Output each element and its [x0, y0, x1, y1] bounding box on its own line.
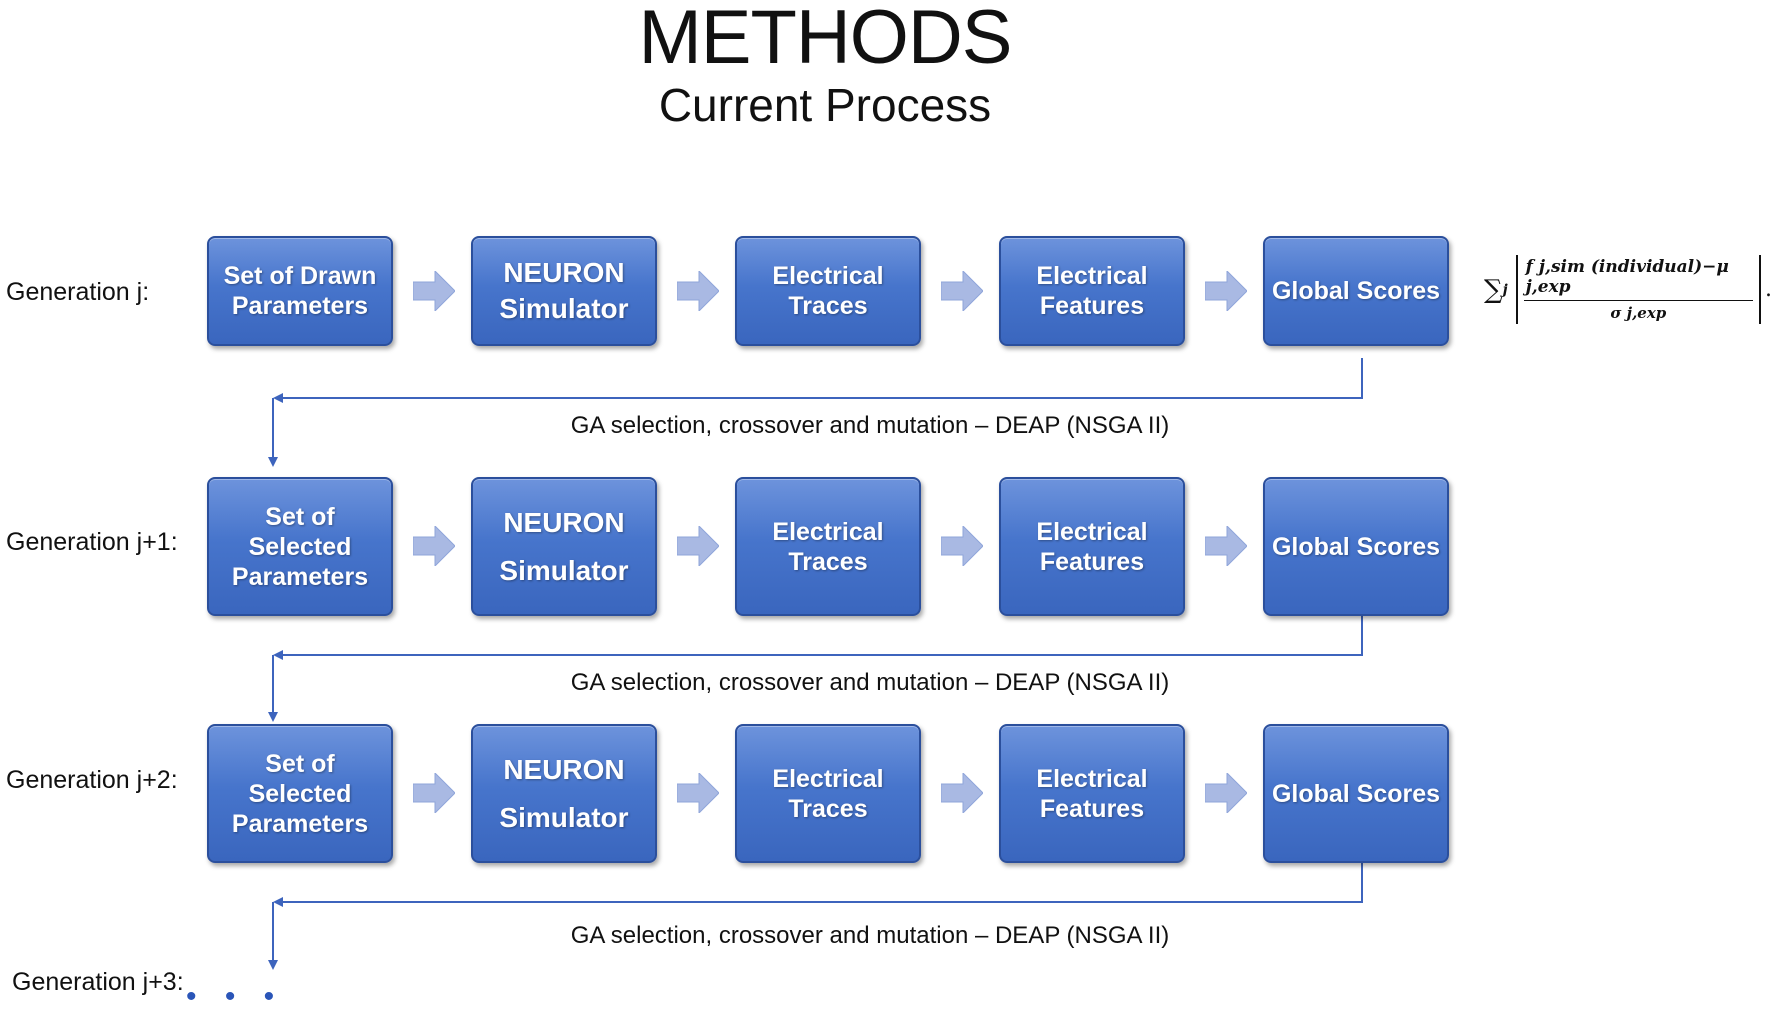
right-arrow-icon [941, 526, 983, 566]
neuron-simulator-box: NEURON Simulator [471, 477, 657, 616]
box-line: Global Scores [1271, 779, 1441, 808]
page-title: METHODS [638, 0, 1013, 80]
global-scores-box: Global Scores [1263, 477, 1449, 616]
box-line: Simulator [499, 801, 629, 833]
neuron-simulator-box: NEURON Simulator [471, 236, 657, 346]
box-line: Selected [248, 532, 352, 561]
right-arrow-icon [677, 526, 719, 566]
box-line: NEURON [503, 753, 625, 785]
box-line: Electrical [1036, 262, 1148, 290]
right-arrow-icon [1205, 526, 1247, 566]
global-scores-box: Global Scores [1263, 724, 1449, 863]
global-scores-box: Global Scores [1263, 236, 1449, 346]
generation-label: Generation j+1: [6, 528, 178, 556]
box-line: Traces [788, 547, 868, 576]
sum-symbol: ∑ [1484, 274, 1503, 305]
box-line: Parameters [231, 562, 369, 591]
box-line: Set of [265, 502, 335, 531]
box-line: Electrical [772, 262, 884, 290]
box-line: Features [1039, 794, 1145, 823]
box-line: Set of [265, 749, 335, 778]
box-line: Parameters [231, 292, 369, 320]
formula-numerator: f j,sim (individual)−μ j,exp [1523, 257, 1753, 301]
box-line: Electrical [1036, 764, 1148, 793]
generation-label-final: Generation j+3: [12, 968, 184, 996]
feedback-connector-1 [273, 358, 1363, 403]
feedback-connector-2 [273, 615, 1363, 660]
global-score-formula: ∑j f j,sim (individual)−μ j,exp σ j,exp … [1484, 255, 1772, 324]
right-arrow-icon [941, 773, 983, 813]
box-line: Features [1039, 292, 1145, 320]
box-line: Traces [788, 794, 868, 823]
box-line: NEURON [503, 506, 625, 538]
formula-denominator: σ j,exp [1610, 304, 1667, 322]
right-arrow-icon [413, 526, 455, 566]
right-arrow-icon [677, 271, 719, 311]
right-arrow-icon [1205, 773, 1247, 813]
box-line: Parameters [231, 809, 369, 838]
transition-caption: GA selection, crossover and mutation – D… [570, 922, 1170, 949]
box-line: Set of Drawn [223, 262, 377, 290]
box-line: NEURON [503, 257, 625, 288]
continuation-dots: • • • [186, 980, 285, 1013]
right-arrow-icon [413, 773, 455, 813]
right-arrow-icon [413, 271, 455, 311]
transition-caption: GA selection, crossover and mutation – D… [570, 412, 1170, 439]
box-line: Global Scores [1271, 532, 1441, 561]
box-line: Features [1039, 547, 1145, 576]
formula-fraction: f j,sim (individual)−μ j,exp σ j,exp [1515, 255, 1761, 324]
box-line: Traces [788, 292, 868, 320]
page-subtitle: Current Process [658, 79, 992, 131]
feedback-connector-3 [273, 862, 1363, 907]
box-line: Electrical [772, 764, 884, 793]
sum-subscript: j [1502, 281, 1508, 298]
box-line: Electrical [772, 517, 884, 546]
box-line: Simulator [499, 554, 629, 586]
box-line: Global Scores [1271, 277, 1441, 305]
transition-caption: GA selection, crossover and mutation – D… [570, 669, 1170, 696]
box-line: Electrical [1036, 517, 1148, 546]
right-arrow-icon [941, 271, 983, 311]
box-line: Selected [248, 779, 352, 808]
right-arrow-icon [1205, 271, 1247, 311]
formula-period: . [1765, 277, 1772, 302]
right-arrow-icon [677, 773, 719, 813]
neuron-simulator-box: NEURON Simulator [471, 724, 657, 863]
generation-label: Generation j+2: [6, 766, 178, 794]
box-line: Simulator [499, 293, 629, 324]
generation-label: Generation j: [6, 278, 150, 306]
